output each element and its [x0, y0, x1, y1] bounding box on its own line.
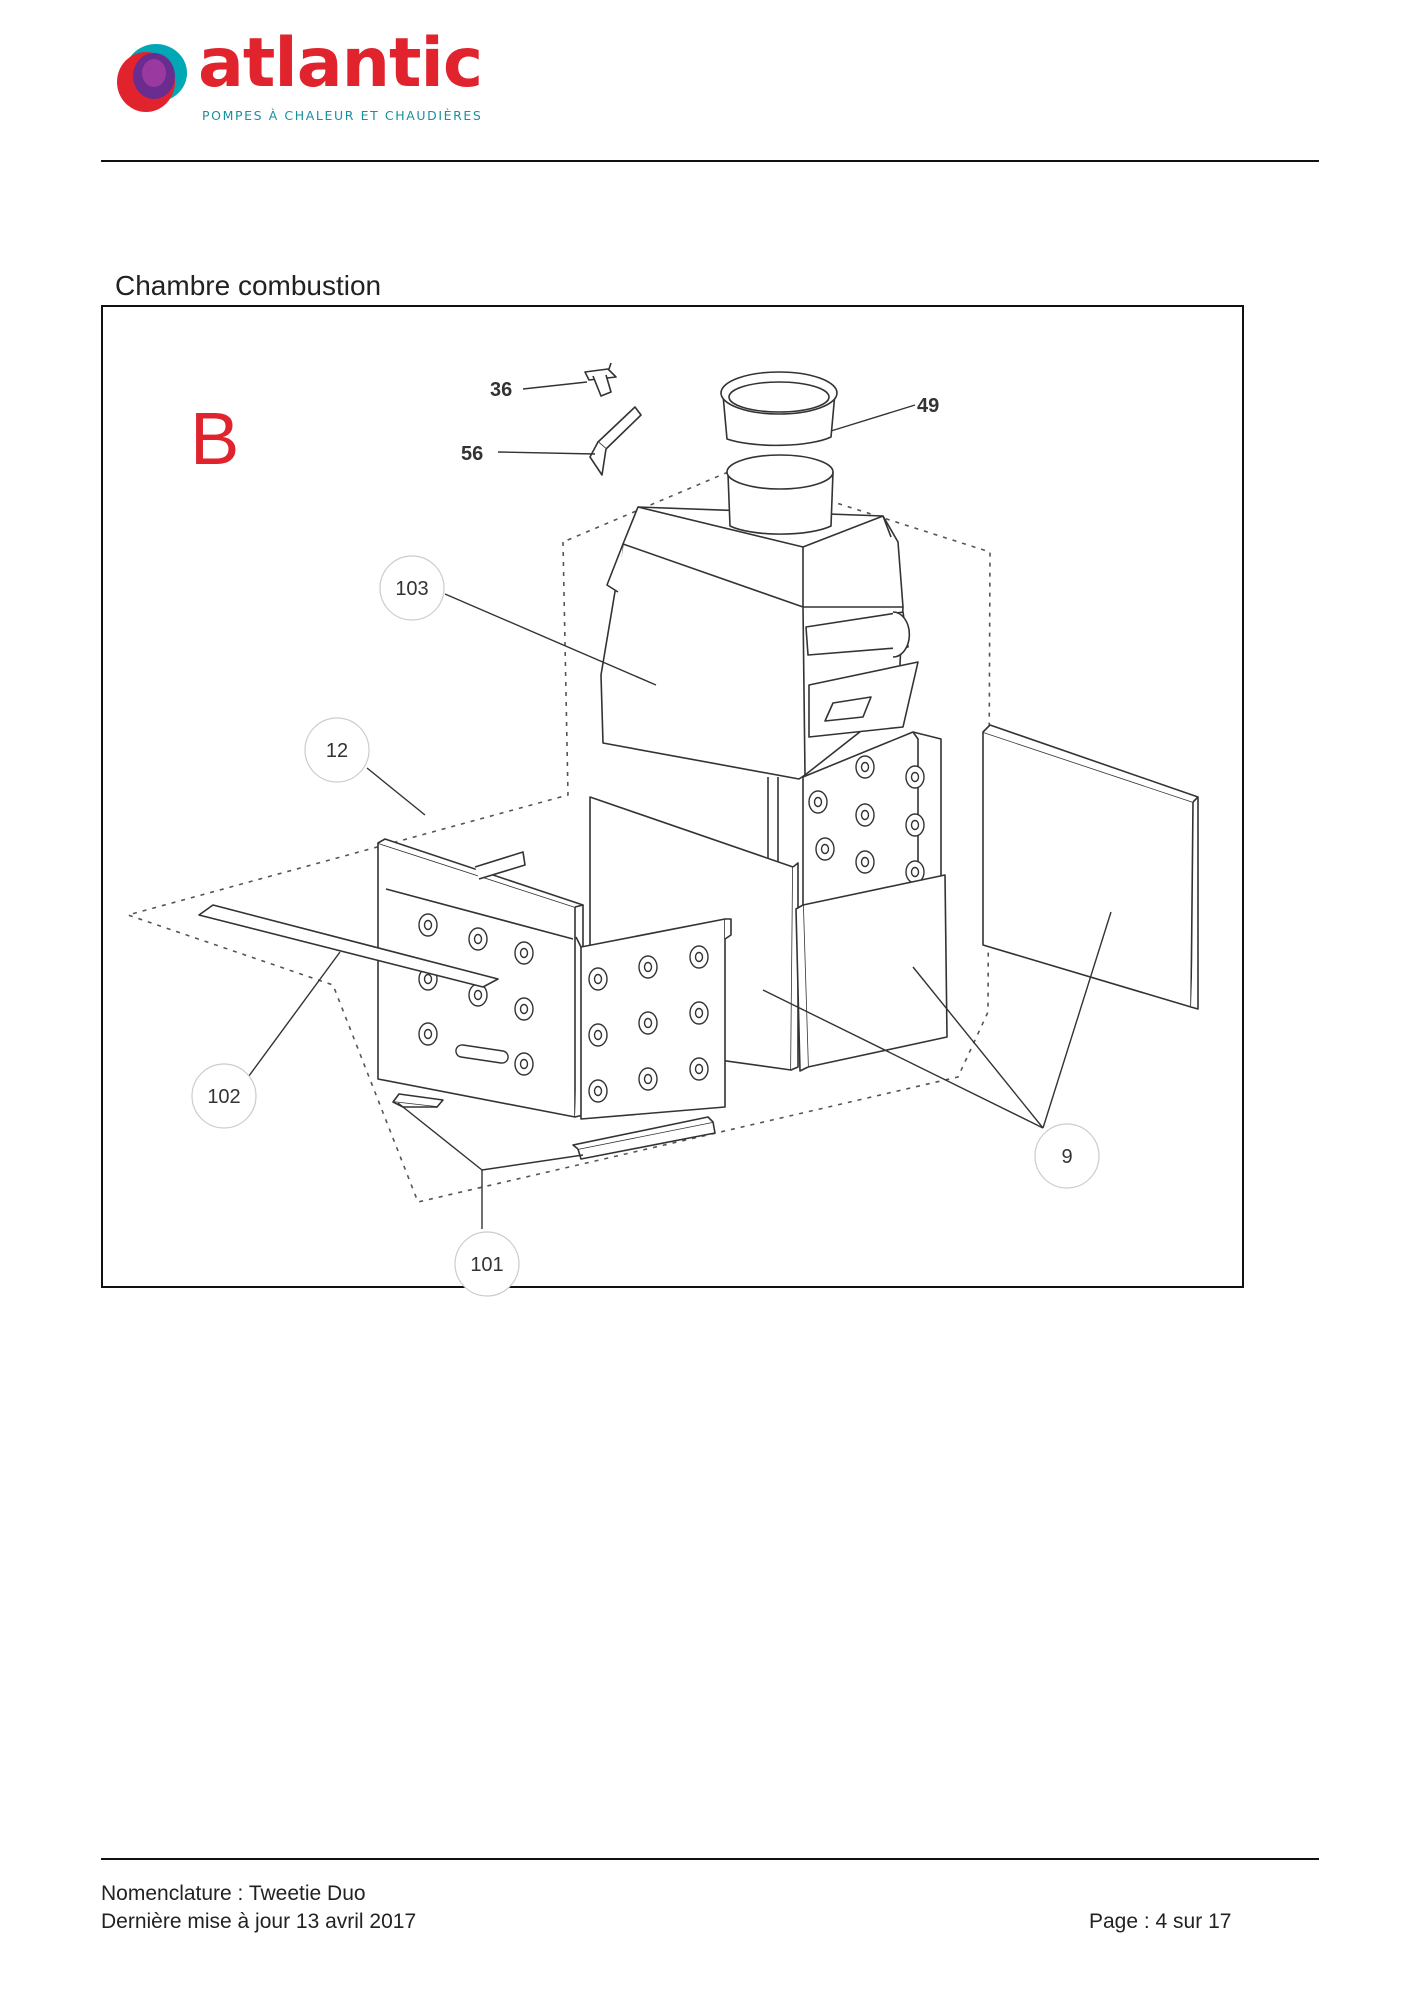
- header-rule: [101, 160, 1319, 162]
- small-labels: 36 56 49: [461, 379, 939, 465]
- label-36: 36: [490, 379, 512, 401]
- label-56: 56: [461, 443, 483, 465]
- view-letter: B: [190, 397, 239, 480]
- rear-wall-holes: [808, 755, 925, 919]
- heat-exchanger-holes: [418, 913, 709, 1103]
- rail-part-101-left: [392, 1093, 444, 1108]
- logo-wordmark: atlantic: [198, 24, 483, 103]
- callout-12: 12: [304, 717, 370, 783]
- insulation-panel-right: [982, 724, 1199, 1010]
- exploded-view-drawing: B: [127, 362, 1199, 1297]
- footer-page-number: Page : 4 sur 17: [1089, 1910, 1232, 1933]
- exploded-view-figure: B: [101, 305, 1244, 1297]
- section-title: Chambre combustion: [115, 270, 382, 301]
- callout-103-text: 103: [395, 578, 428, 600]
- footer-last-updated: Dernière mise à jour 13 avril 2017: [101, 1910, 417, 1933]
- callout-101: 101: [454, 1231, 520, 1297]
- atlantic-logo: atlantic POMPES À CHALEUR ET CHAUDIÈRES: [110, 30, 490, 134]
- callout-9: 9: [1034, 1123, 1100, 1189]
- callout-102-text: 102: [207, 1086, 240, 1108]
- callout-103: 103: [379, 555, 445, 621]
- footer-document-name: Nomenclature : Tweetie Duo: [101, 1882, 366, 1905]
- logo-tagline: POMPES À CHALEUR ET CHAUDIÈRES: [202, 108, 483, 123]
- ring-part-49: [720, 371, 838, 447]
- enclosure-outline: [127, 469, 991, 1203]
- combustion-hood-part-103: [600, 454, 919, 780]
- insulation-panel-front: [795, 874, 948, 1072]
- bracket-part-36: [584, 362, 617, 397]
- callout-12-text: 12: [326, 740, 348, 762]
- leader-lines: [242, 381, 1112, 1229]
- callout-102: 102: [191, 1063, 257, 1129]
- angle-bracket-part-56: [589, 406, 642, 476]
- footer-rule: [101, 1858, 1319, 1860]
- baffle-bar-part-102: [198, 904, 499, 988]
- callout-101-text: 101: [470, 1254, 503, 1276]
- label-49: 49: [917, 395, 939, 417]
- atlantic-logo-mark-icon: [117, 44, 187, 112]
- callout-9-text: 9: [1061, 1146, 1072, 1168]
